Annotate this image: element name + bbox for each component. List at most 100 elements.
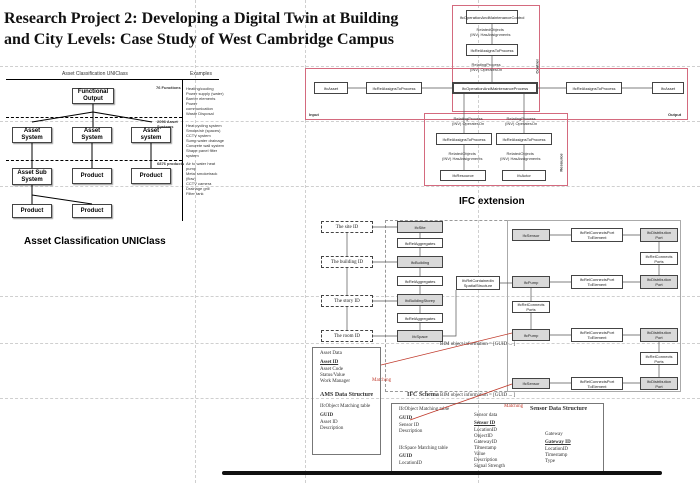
guid-desc: Sensor ID Description (399, 423, 423, 434)
ac-count-products: 6876 products (157, 161, 185, 166)
gateway: Gateway (545, 432, 563, 437)
ifc-rel-agg-1: IfcRelAggregates (397, 238, 443, 248)
ifc-asset-output: IfcAsset (652, 82, 684, 94)
ac-asset-sub-system: Asset Sub System (12, 168, 52, 185)
ifc-rel-ops-1: RelatingProcess (INV) OperatesOn (470, 62, 503, 72)
ac-asset-system-3: Asset system (131, 127, 171, 143)
room-id: The room ID (321, 330, 373, 342)
ifc-resource: IfcResource (440, 170, 486, 181)
ams-fields: Asset Code Status/Value Work Manager (320, 367, 351, 384)
ams-asset-id: Asset ID (320, 360, 339, 365)
grid-line (305, 0, 306, 483)
ac-header: Asset Classification UNIClass (62, 71, 128, 77)
output-label: Output (668, 112, 682, 117)
ifc-rel-assigns-output: IfcRelAssignsToProcess (566, 82, 622, 94)
ifc-obj-match: IfcObject Matching table (320, 404, 371, 409)
ac-count-systems: 2096 Asset Systems (157, 119, 178, 129)
ifc-sensor-1: IfcSensor (512, 229, 550, 241)
asset-desc: Asset ID Description (320, 420, 344, 431)
ifc-rel-contained: IfcRelContainedIn SpatialStructure (456, 276, 500, 290)
ifc-sensor-2: IfcSensor (512, 378, 550, 389)
ams-title: AMS Data Structure (320, 392, 374, 398)
ac-asset-system-1: Asset System (12, 127, 52, 143)
ifc-rel-assoc-2: RelatedObjects (INV) HasAssignments (442, 151, 483, 161)
ac-examples-functions: Heating/cooling Power supply (water) Bar… (186, 86, 224, 116)
grid-line (0, 186, 700, 187)
ac-product-4: Product (72, 204, 112, 218)
ac-examples-products: Air to water heat pump Metal smoketrack … (186, 161, 218, 196)
matching-label-2: Matching (504, 404, 524, 409)
ifc-rel-assoc-3: RelatedObjects (INV) HasAssignments (500, 151, 541, 161)
bim-info-1: BIM object information = [GUID ... ] (440, 342, 516, 347)
ac-count-functions: 76 Functions (156, 85, 181, 90)
grid-line (0, 398, 700, 399)
ac-product-3: Product (12, 204, 52, 218)
control-region (452, 5, 540, 112)
story-id: The story ID (321, 295, 373, 307)
gateway-fields: LocationID Timestamp Type (545, 447, 569, 464)
ifc-rel-ports-3: IfcRelConnects Ports (640, 352, 678, 365)
ifc-dist-port-4: IfcDistribution Port (640, 377, 678, 390)
ifc-space: IfcSpace (397, 330, 443, 342)
ifc-op-process: IfcOperationAndMaintenanceProcess (452, 82, 538, 94)
ac-examples-header: Examples (190, 71, 212, 77)
ac-vertical-rule (182, 79, 183, 221)
ac-asset-system-2: Asset System (72, 127, 112, 143)
ifc-rel-agg-2: IfcRelAggregates (397, 276, 443, 286)
ifc-dist-port-1: IfcDistribution Port (640, 228, 678, 242)
ac-product-2: Product (131, 168, 171, 184)
ac-functional-output: Functional Output (72, 88, 114, 104)
resource-region (424, 113, 568, 186)
ifc-storey: IfcBuildingStorey (397, 294, 443, 306)
location-id: LocationID (399, 461, 423, 466)
ams-frame (312, 347, 381, 455)
sensor-id: Sensor ID (474, 421, 496, 426)
ifc-rel-ports-2: IfcRelConnects Ports (640, 252, 678, 265)
grid-line (0, 343, 700, 344)
ifc-rel-ports: IfcRelConnects Ports (512, 301, 550, 313)
site-id: The site ID (321, 221, 373, 233)
ac-separator (6, 117, 182, 118)
ifc-site: IfcSite (397, 221, 443, 233)
ifc-rel-ops-3: RelatingProcess (INV) OperatesOn (505, 116, 538, 126)
sensor-title: Sensor Data Structure (530, 406, 588, 412)
ifc-extension-caption: IFC extension (459, 196, 525, 207)
grid-line (0, 121, 700, 122)
ifc-rel-assoc-1: RelatedObjects (INV) HasAssignments (470, 27, 511, 37)
ac-examples-systems: Heat cycling system Smoke/air (spaces) C… (186, 123, 225, 158)
ifc-asset-input: IfcAsset (314, 82, 348, 94)
bim-info-2: BIM object information = [GUID ... ] (440, 393, 516, 398)
building-id: The building ID (321, 256, 373, 268)
ifc-rel-ops-2: RelatingProcess (INV) OperatesOn (452, 116, 485, 126)
grid-line (0, 66, 700, 67)
grid-line (478, 0, 479, 483)
ifc-schema-caption: IFC Schema (407, 392, 439, 398)
ifc-pump-1: IfcPump (512, 276, 550, 288)
video-progress-bar[interactable] (222, 471, 662, 475)
ac-header-rule (6, 79, 219, 80)
ifc-rel-port-4: IfcRelConnectsPort ToElement (571, 377, 623, 390)
ifc-rel-port-2: IfcRelConnectsPort ToElement (571, 275, 623, 289)
ams-asset-data: Asset Data (320, 351, 342, 356)
title-line-2: and City Levels: Case Study of West Camb… (4, 31, 394, 48)
ifc-building: IfcBuilding (397, 256, 443, 268)
guid-1: GUID (320, 413, 334, 418)
io-region (305, 68, 688, 120)
ifc-rel-assigns-control: IfcRelAssignsToProcess (466, 44, 518, 56)
guid-3: GUID (399, 454, 413, 459)
ifc-rel-assigns-res-2: IfcRelAssignsToProcess (496, 133, 552, 145)
guid-2: GUID (399, 416, 413, 421)
ifc-op-maint-control: IfcOperationAndMaintenanceControl (460, 10, 524, 24)
ifc-pump-2: IfcPump (512, 329, 550, 341)
ifc-actor: IfcActor (502, 170, 546, 181)
ifc-dist-port-3: IfcDistribution Port (640, 328, 678, 342)
ifc-rel-port-3: IfcRelConnectsPort ToElement (571, 328, 623, 342)
ifc-dist-port-2: IfcDistribution Port (640, 275, 678, 289)
sensor-fields: LocationID ObjectID GatewayID Timestamp … (474, 428, 505, 469)
ac-separator (6, 160, 182, 161)
ifc-rel-assigns-res-1: IfcRelAssignsToProcess (436, 133, 492, 145)
ifc-rel-assigns-input: IfcRelAssignsToProcess (366, 82, 422, 94)
